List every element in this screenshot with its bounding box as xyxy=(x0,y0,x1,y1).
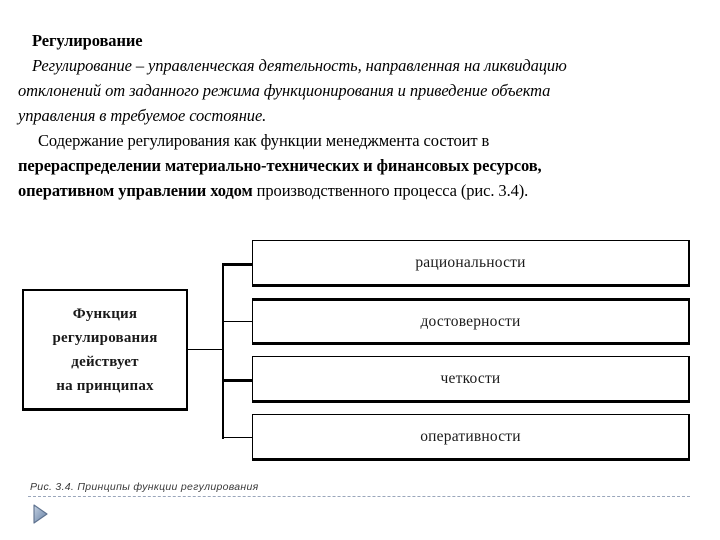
definition-line-1: Регулирование – управленческая деятельно… xyxy=(32,56,567,75)
diagram-node-principle-1: рациональности xyxy=(252,240,690,287)
diagram-node-principle-3: четкости xyxy=(252,356,690,403)
caption-divider xyxy=(28,496,690,497)
section-title: Регулирование xyxy=(32,31,143,50)
diagram-node-root: Функция регулирования действует на принц… xyxy=(22,289,188,411)
content-line-3: оперативном управлении ходом производств… xyxy=(18,178,702,203)
content-line-2: перераспределении материально-технически… xyxy=(18,156,542,175)
diagram-node-principle-4: оперативности xyxy=(252,414,690,461)
connector-branch-4 xyxy=(222,437,252,438)
content-line-3-bold: оперативном управлении ходом xyxy=(18,181,253,200)
connector-branch-2 xyxy=(222,321,252,322)
principles-diagram: Функция регулирования действует на принц… xyxy=(0,225,720,475)
diagram-node-principle-4-label: оперативности xyxy=(420,428,521,445)
root-label-line-2: регулирования xyxy=(52,329,158,346)
connector-trunk xyxy=(222,264,224,439)
connector-branch-3 xyxy=(222,379,252,382)
connector-branch-1 xyxy=(222,263,252,266)
play-triangle-icon[interactable] xyxy=(30,503,50,525)
content-line-3-plain: производственного процесса (рис. 3.4). xyxy=(252,181,529,200)
root-label-line-1: Функция xyxy=(72,305,138,322)
diagram-node-root-label: Функция регулирования действует на принц… xyxy=(52,302,157,398)
content-line-1: Содержание регулирования как функции мен… xyxy=(38,131,490,150)
diagram-node-principle-1-label: рациональности xyxy=(415,254,526,271)
diagram-node-principle-2-label: достоверности xyxy=(420,313,521,330)
connector-stem xyxy=(188,349,224,350)
diagram-node-principle-2: достоверности xyxy=(252,298,690,345)
definition-line-2: отклонений от заданного режима функциони… xyxy=(18,81,551,100)
root-label-line-3: действует xyxy=(71,353,139,370)
diagram-node-principle-3-label: четкости xyxy=(440,370,501,387)
figure-caption: Рис. 3.4. Принципы функции регулирования xyxy=(30,481,259,493)
definition-line-3: управления в требуемое состояние. xyxy=(18,106,267,125)
root-label-line-4: на принципах xyxy=(56,377,154,394)
article-text-block: Регулирование Регулирование – управленче… xyxy=(18,28,702,203)
